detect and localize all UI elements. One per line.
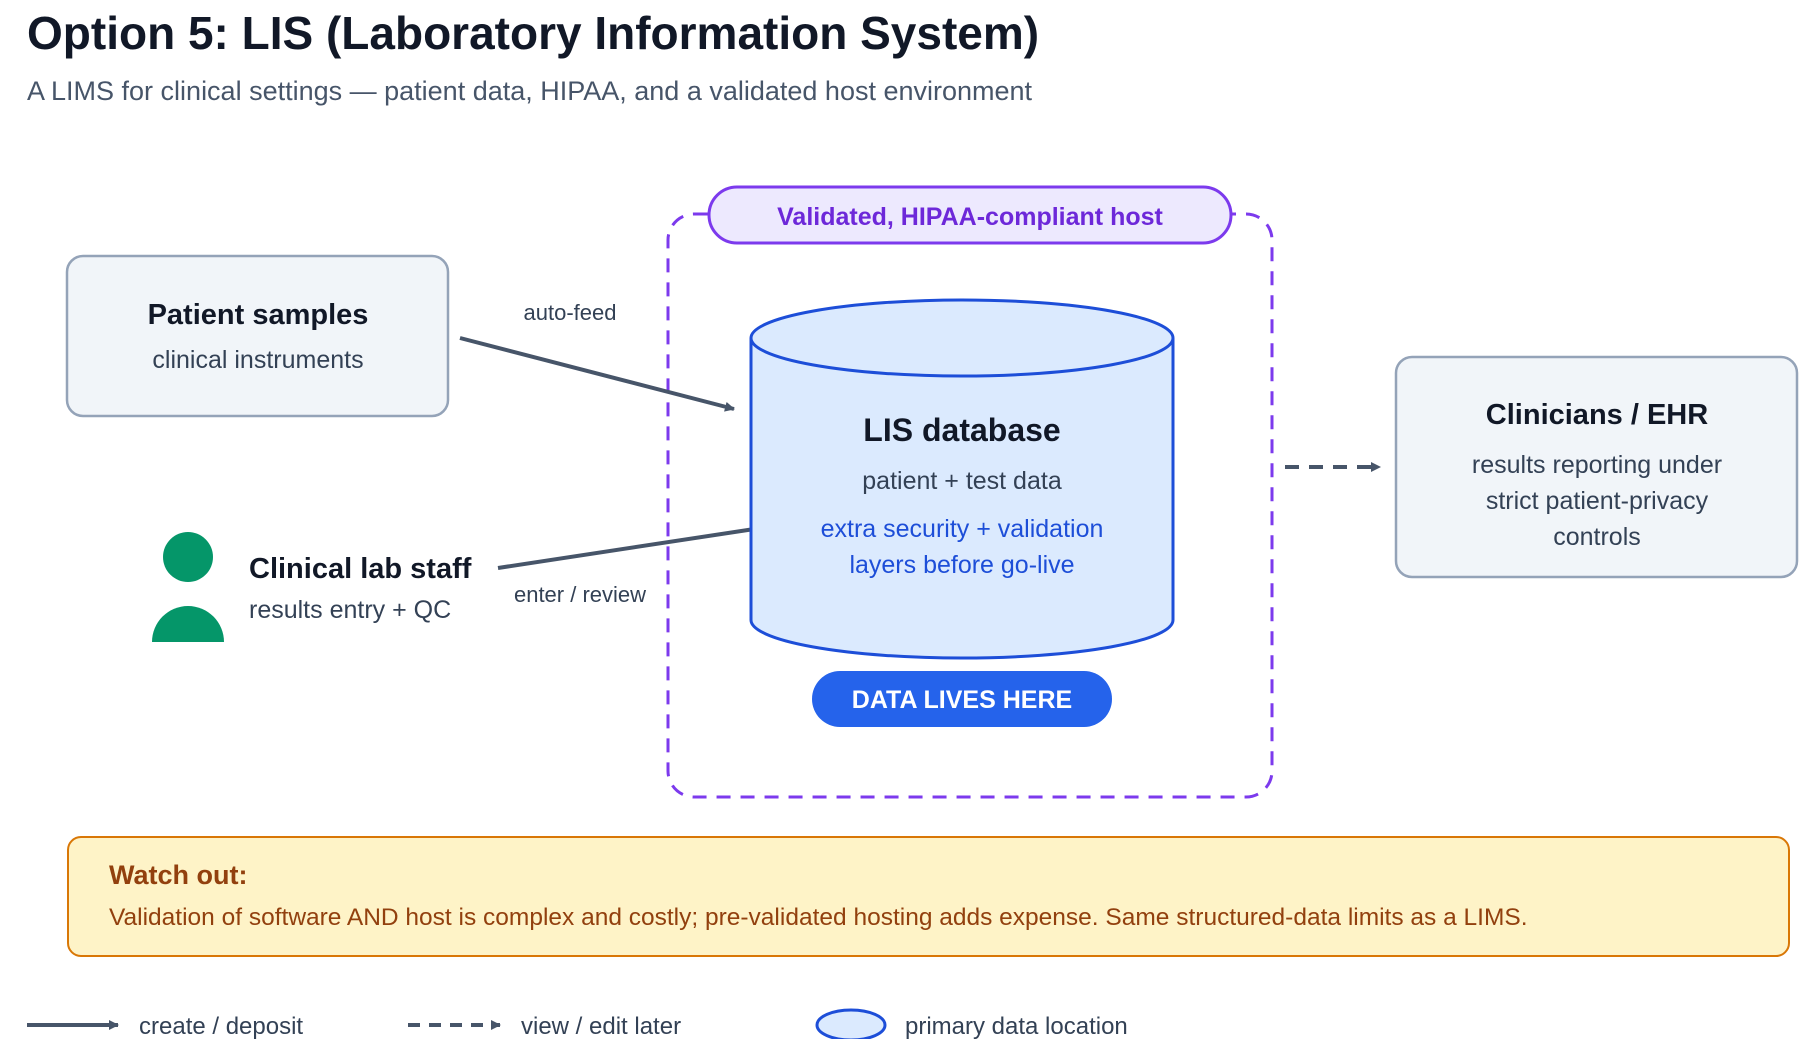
page-title: Option 5: LIS (Laboratory Information Sy… [27, 7, 1040, 59]
data-lives-here-label: DATA LIVES HERE [852, 686, 1072, 714]
person-icon [152, 532, 224, 642]
patient-samples-title: Patient samples [148, 299, 369, 331]
patient-samples-node: Patient samples clinical instruments [65, 254, 450, 418]
watch-out-title: Watch out: [109, 860, 248, 890]
clinicians-ehr-node: Clinicians / EHR results reporting under… [1394, 355, 1799, 579]
auto-feed-label: auto-feed [524, 300, 617, 325]
clinicians-line2: strict patient-privacy [1486, 487, 1709, 515]
lis-database-node: LIS database patient + test data extra s… [749, 298, 1175, 660]
data-lives-here-badge [812, 671, 1112, 727]
watch-out-callout: Watch out: Validation of software AND ho… [67, 836, 1790, 957]
page-subtitle: A LIMS for clinical settings — patient d… [27, 76, 1033, 106]
enter-review-label: enter / review [514, 582, 646, 607]
database-note-line2: layers before go-live [849, 551, 1074, 579]
database-note-line1: extra security + validation [821, 515, 1104, 543]
host-label-pill [707, 185, 1233, 245]
auto-feed-arrow [459, 336, 735, 412]
legend-create-label: create / deposit [139, 1013, 303, 1039]
legend: create / deposit view / edit later prima… [27, 1008, 1128, 1039]
patient-samples-subtitle: clinical instruments [152, 346, 363, 374]
clinicians-line3: controls [1553, 523, 1641, 551]
legend-view-label: view / edit later [521, 1013, 681, 1039]
watch-out-body: Validation of software AND host is compl… [109, 904, 1528, 931]
lab-staff-title: Clinical lab staff [249, 553, 472, 585]
host-label: Validated, HIPAA-compliant host [777, 203, 1163, 231]
clinicians-title: Clinicians / EHR [1486, 399, 1708, 431]
database-title: LIS database [863, 412, 1060, 448]
lab-staff-subtitle: results entry + QC [249, 596, 451, 624]
legend-primary-swatch [815, 1008, 887, 1039]
database-subtitle: patient + test data [862, 467, 1062, 495]
clinicians-line1: results reporting under [1472, 451, 1722, 479]
legend-primary-label: primary data location [905, 1013, 1128, 1039]
enter-review-arrow [497, 524, 762, 570]
